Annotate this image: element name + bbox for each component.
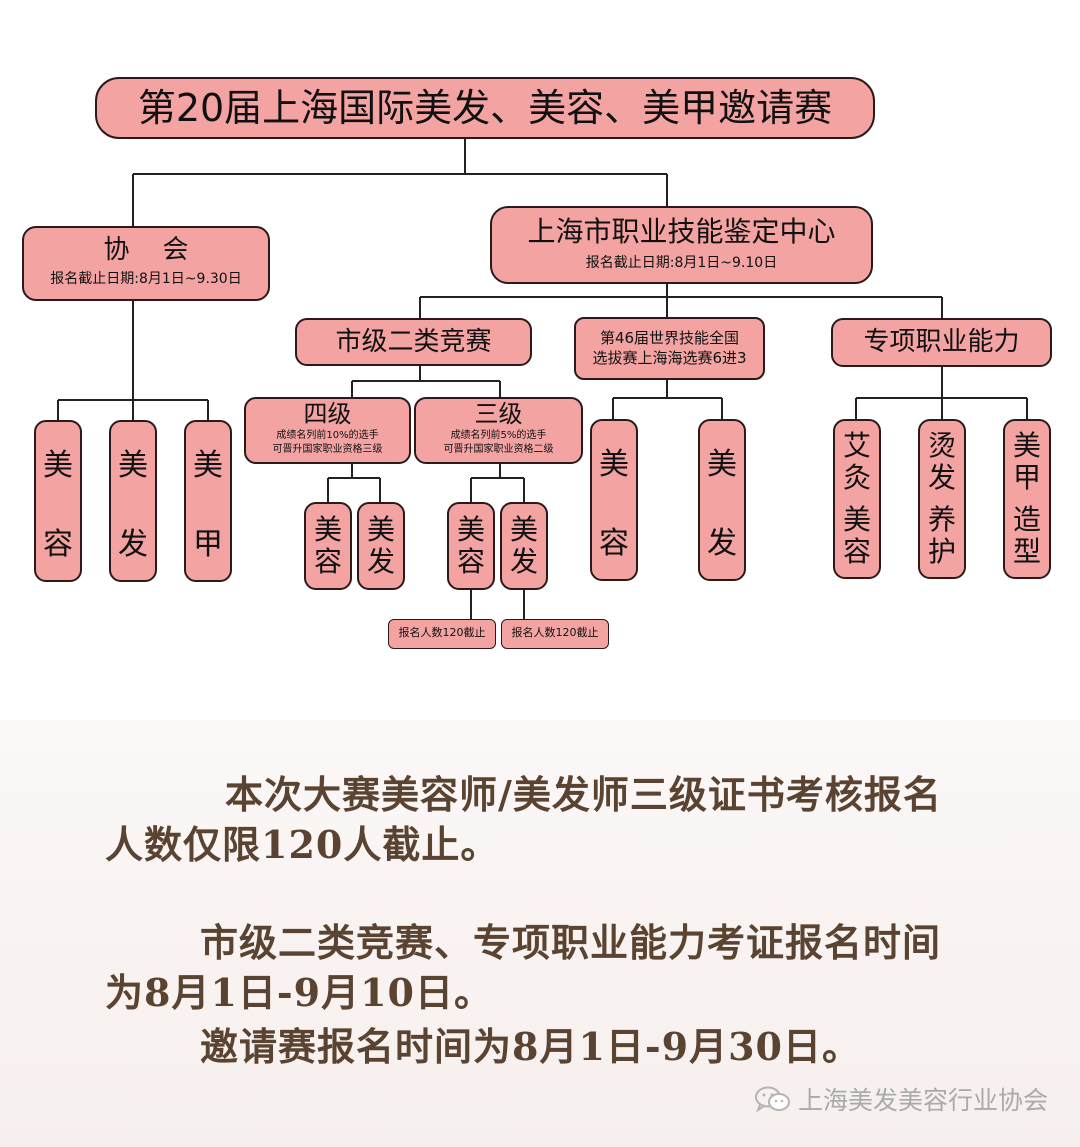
world-item-beauty: 美 容 [590, 419, 638, 581]
association-deadline: 报名截止日期:8月1日~9.30日 [50, 271, 242, 287]
footer-account: 上海美发美容行业协会 [754, 1081, 1048, 1117]
world-item-beauty-char1: 美 [599, 446, 629, 482]
connector-lines [57, 138, 1028, 620]
level4-item-hair-char1: 美 [366, 512, 395, 546]
level4-item-hair-char2: 发 [366, 545, 395, 578]
note-paragraph-3: 邀请赛报名时间为8月1日-9月30日。 [105, 1022, 1005, 1072]
level4-item-hair: 美 发 [357, 502, 405, 590]
level3-box: 三级 成绩名列前5%的选手 可晋升国家职业资格二级 [414, 397, 583, 464]
level3-item-beauty: 美 容 [447, 502, 495, 590]
level4-name: 四级 [303, 400, 352, 428]
special-item-moxibustion-char1: 艾 [842, 429, 871, 463]
city-competition-name: 市级二类竞赛 [335, 327, 492, 357]
level3-beauty-limit-text: 报名人数120截止 [398, 626, 486, 639]
footer-account-name: 上海美发美容行业协会 [797, 1086, 1048, 1115]
level3-item-hair-char2: 发 [509, 545, 538, 578]
note-1-line-1: 本次大赛美容师/美发师三级证书考核报名 [225, 772, 942, 817]
level3-item-hair-char1: 美 [509, 512, 538, 546]
level4-desc1: 成绩名列前10%的选手 [276, 430, 379, 441]
level3-desc2: 可晋升国家职业资格二级 [443, 444, 554, 455]
org-chart: 第20届上海国际美发、美容、美甲邀请赛 协 会 报名截止日期:8月1日~9.30… [22, 77, 1052, 649]
association-item-hair-char2: 发 [118, 526, 148, 562]
competition-title: 第20届上海国际美发、美容、美甲邀请赛 [137, 86, 833, 130]
association-item-nail: 美 甲 [184, 420, 232, 582]
level4-box: 四级 成绩名列前10%的选手 可晋升国家职业资格三级 [244, 397, 411, 464]
level4-item-beauty: 美 容 [304, 502, 352, 590]
association-item-nail-char2: 甲 [193, 526, 223, 562]
level4-item-beauty-char1: 美 [313, 512, 342, 546]
association-item-beauty-char1: 美 [43, 447, 73, 483]
special-item-nail-styling-char3: 造 [1012, 502, 1041, 536]
level3-name: 三级 [474, 400, 523, 428]
special-item-moxibustion-char3: 美 [842, 502, 871, 536]
special-item-perm-care-char4: 护 [927, 534, 956, 568]
skills-center-deadline: 报名截止日期:8月1日~9.10日 [585, 255, 778, 271]
level4-item-beauty-char2: 容 [313, 545, 342, 578]
special-item-perm-care-char1: 烫 [927, 429, 956, 463]
special-item-nail-styling: 美 甲 造 型 [1003, 419, 1051, 579]
level3-item-beauty-char2: 容 [456, 545, 485, 578]
world-skills-line1: 第46届世界技能全国 [599, 329, 740, 347]
special-item-perm-care: 烫 发 养 护 [918, 419, 966, 579]
skills-center-name: 上海市职业技能鉴定中心 [527, 215, 836, 248]
level3-item-hair: 美 发 [500, 502, 548, 590]
special-ability-box: 专项职业能力 [831, 318, 1052, 367]
special-item-moxibustion-char2: 灸 [842, 461, 871, 495]
level3-hair-limit: 报名人数120截止 [501, 619, 609, 649]
world-item-hair-char1: 美 [707, 446, 737, 482]
note-2-line-1: 市级二类竞赛、专项职业能力考证报名时间 [200, 920, 942, 965]
world-item-beauty-char2: 容 [599, 525, 629, 561]
special-item-nail-styling-char4: 型 [1012, 534, 1041, 568]
world-item-hair: 美 发 [698, 419, 746, 581]
level3-item-beauty-char1: 美 [456, 512, 485, 546]
skills-center-box: 上海市职业技能鉴定中心 报名截止日期:8月1日~9.10日 [490, 206, 873, 284]
notes-section: 本次大赛美容师/美发师三级证书考核报名 人数仅限120人截止。 市级二类竞赛、专… [0, 720, 1080, 1147]
special-item-nail-styling-char2: 甲 [1012, 461, 1041, 495]
special-item-nail-styling-char1: 美 [1012, 429, 1041, 463]
association-name: 协 会 [103, 235, 189, 265]
association-item-beauty: 美 容 [34, 420, 82, 582]
note-1-line-2: 人数仅限120人截止。 [105, 822, 500, 867]
world-item-hair-char2: 发 [707, 525, 737, 561]
note-paragraph-2: 市级二类竞赛、专项职业能力考证报名时间 为8月1日-9月10日。 [105, 918, 1005, 1018]
special-item-perm-care-char2: 发 [927, 461, 956, 495]
association-item-nail-char1: 美 [193, 447, 223, 483]
special-item-perm-care-char3: 养 [927, 502, 956, 536]
note-paragraph-1: 本次大赛美容师/美发师三级证书考核报名 人数仅限120人截止。 [105, 770, 1005, 870]
level3-hair-limit-text: 报名人数120截止 [511, 626, 599, 639]
level3-desc1: 成绩名列前5%的选手 [450, 430, 547, 441]
world-skills-box: 第46届世界技能全国 选拔赛上海海选赛6进3 [574, 317, 765, 380]
special-ability-name: 专项职业能力 [863, 327, 1020, 357]
note-2-line-2: 为8月1日-9月10日。 [105, 970, 493, 1015]
association-item-hair-char1: 美 [118, 447, 148, 483]
association-item-beauty-char2: 容 [43, 526, 73, 562]
city-competition-box: 市级二类竞赛 [295, 318, 532, 366]
level3-beauty-limit: 报名人数120截止 [388, 619, 496, 649]
wechat-icon [754, 1086, 790, 1112]
association-item-hair: 美 发 [109, 420, 157, 582]
association-box: 协 会 报名截止日期:8月1日~9.30日 [22, 226, 270, 301]
world-skills-line2: 选拔赛上海海选赛6进3 [592, 349, 747, 367]
special-item-moxibustion: 艾 灸 美 容 [833, 419, 881, 579]
level4-desc2: 可晋升国家职业资格三级 [272, 444, 383, 455]
note-3-line-1: 邀请赛报名时间为8月1日-9月30日。 [200, 1024, 861, 1069]
competition-title-box: 第20届上海国际美发、美容、美甲邀请赛 [95, 77, 875, 139]
special-item-moxibustion-char4: 容 [842, 534, 871, 568]
